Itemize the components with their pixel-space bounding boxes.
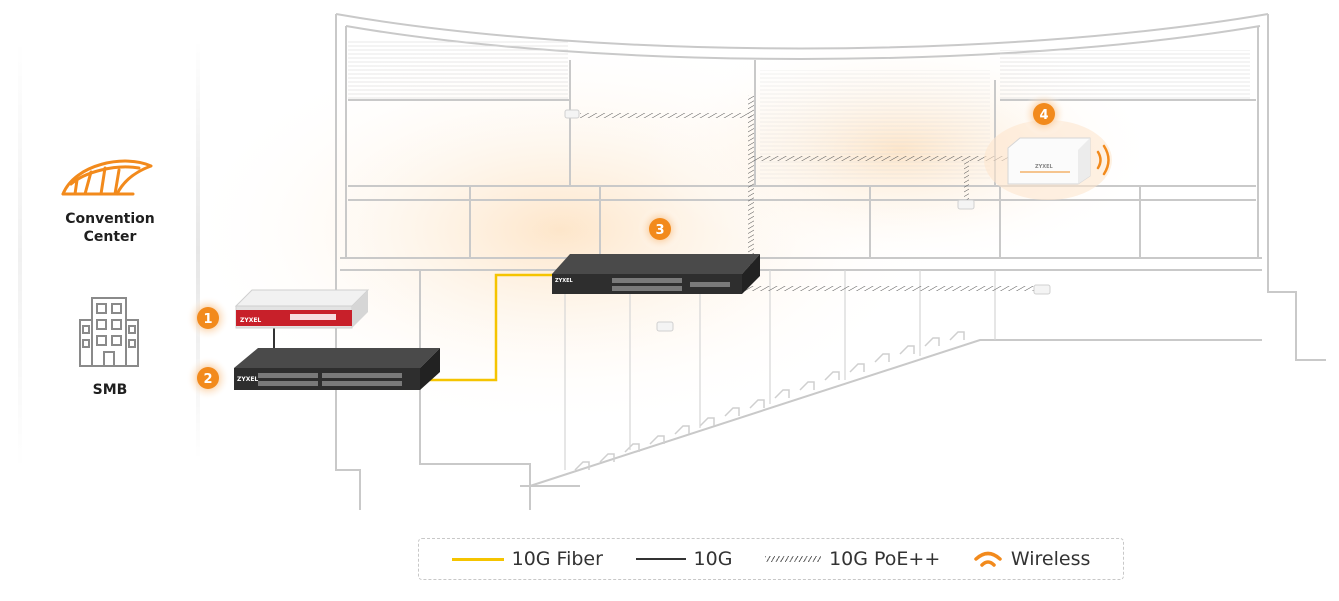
badge-3: 3 [638, 207, 682, 251]
office-building-icon [79, 297, 139, 367]
badge-1: 1 [186, 296, 230, 340]
legend-label: 10G PoE++ [829, 548, 941, 570]
legend: 10G Fiber 10G 10G PoE++ Wireless [418, 538, 1124, 580]
firewall-brand: ZYXEL [240, 317, 261, 324]
ceiling-ap [656, 321, 674, 332]
legend-label: Wireless [1010, 548, 1091, 570]
legend-item-poe: 10G PoE++ [765, 548, 940, 570]
badge-4: 4 [1022, 92, 1066, 136]
fiber-swatch [451, 557, 504, 561]
panel-shadow [18, 40, 22, 470]
legend-item-copper: 10G [635, 548, 733, 570]
firewall-device [234, 289, 370, 329]
building-outline [335, 13, 1326, 510]
poe-cable-top [580, 113, 752, 118]
poe-cable-ap [752, 156, 1012, 161]
legend-item-fiber: 10G Fiber [451, 548, 603, 570]
poe-swatch [765, 556, 822, 562]
svg-text:3: 3 [655, 223, 664, 238]
wifi-icon [974, 551, 1002, 567]
convention-center-icon [61, 159, 153, 196]
copper-swatch [635, 558, 686, 560]
site-label-smb: SMB [92, 382, 128, 398]
legend-label: 10G Fiber [511, 548, 603, 570]
ceiling-ap [1033, 284, 1051, 295]
poe-cable-drop [964, 160, 969, 200]
svg-text:2: 2 [203, 372, 212, 387]
core-switch-brand: ZYXEL [237, 376, 258, 383]
access-point-brand: ZYXEL [1035, 164, 1054, 170]
ceiling-ap [957, 199, 975, 210]
poe-cable-lower [745, 286, 1035, 291]
ceiling-ap [564, 109, 580, 119]
svg-text:1: 1 [203, 312, 212, 327]
auditorium-seats [574, 331, 965, 471]
access-switch-device [552, 254, 760, 294]
svg-text:4: 4 [1039, 108, 1048, 123]
wireless-signal-icon [1096, 144, 1110, 176]
poe-cable-vertical [748, 95, 754, 265]
access-switch-brand: ZYXEL [555, 278, 574, 284]
fiber-link [420, 273, 554, 382]
legend-label: 10G [693, 548, 733, 570]
access-point-device [984, 120, 1112, 200]
legend-item-wireless: Wireless [973, 548, 1091, 570]
core-switch-device [234, 348, 440, 390]
badge-2: 2 [186, 356, 230, 400]
